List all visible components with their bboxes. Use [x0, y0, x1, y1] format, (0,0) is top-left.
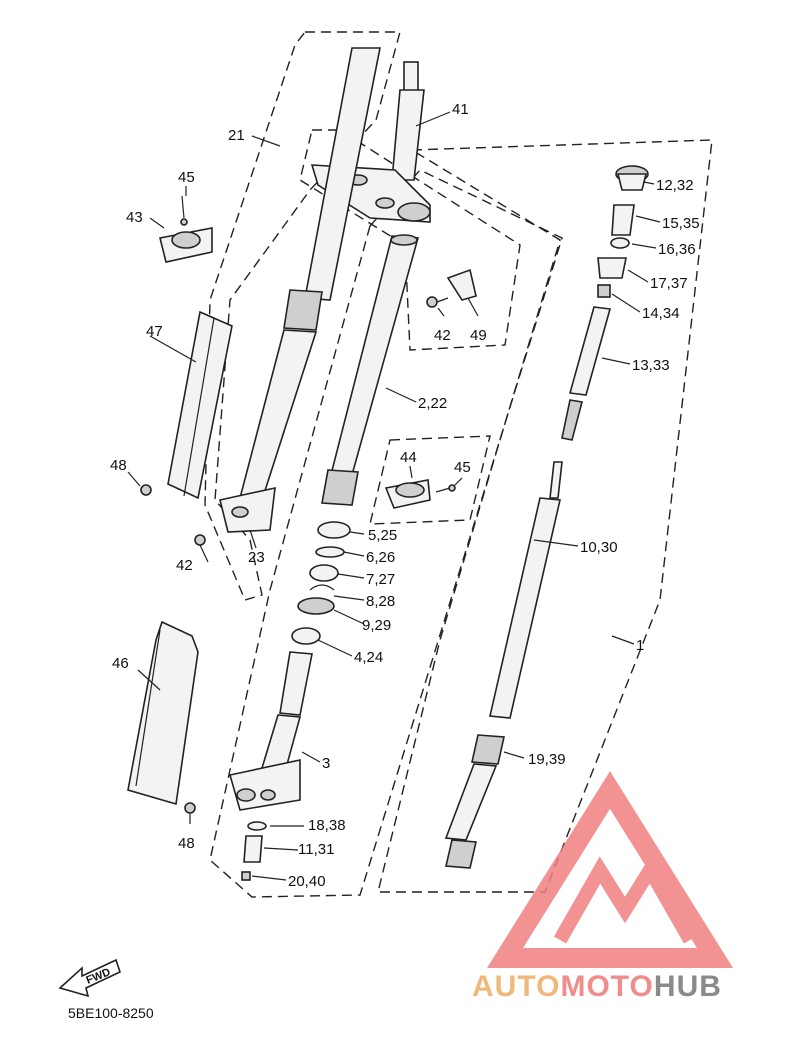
fork-spring: [444, 734, 505, 869]
assembly-1-boundary: [377, 139, 713, 893]
callout-42-bracket: 42: [434, 327, 451, 344]
callout-17-37: 17,37: [650, 275, 688, 292]
callout-23: 23: [248, 549, 265, 566]
cap-bolt-stack: [597, 165, 649, 298]
bottom-bolt-parts: [241, 821, 267, 881]
callout-41: 41: [452, 101, 469, 118]
forward-arrow-label: FWD: [85, 966, 113, 987]
fork-tube-left: [219, 47, 381, 533]
callout-9-29: 9,29: [362, 617, 391, 634]
seal-stack: [291, 521, 351, 645]
leader-lines: [127, 111, 661, 881]
bracket-49: [426, 268, 477, 308]
fork-guard-47: [140, 310, 233, 563]
fork-guard-46: [127, 620, 199, 814]
callout-16-36: 16,36: [658, 241, 696, 258]
callout-3: 3: [322, 755, 330, 772]
callout-18-38: 18,38: [308, 817, 346, 834]
damper-rod: [489, 461, 563, 719]
cable-clamp-44: [384, 479, 456, 509]
watermark-auto: AUTO: [472, 970, 560, 1003]
callout-44: 44: [400, 449, 417, 466]
assembly-3-boundary: [209, 169, 563, 898]
callout-48-top: 48: [110, 457, 127, 474]
diagram-code: 5BE100-8250: [68, 1005, 154, 1021]
callout-1: 1: [636, 637, 644, 654]
callout-21: 21: [228, 127, 245, 144]
callout-2-22: 2,22: [418, 395, 447, 412]
callout-20-40: 20,40: [288, 873, 326, 890]
callout-49: 49: [470, 327, 487, 344]
outer-tube-lower: [228, 651, 313, 811]
assembly-44-boundary: [369, 435, 491, 525]
callout-42-left: 42: [176, 557, 193, 574]
callout-6-26: 6,26: [366, 549, 395, 566]
callout-12-32: 12,32: [656, 177, 694, 194]
callout-labels: 21 41 45 43 12,32 15,35 16,36 17,37 14,3…: [110, 101, 700, 890]
watermark-text: AUTOMOTOHUB: [472, 970, 722, 1003]
callout-14-34: 14,34: [642, 305, 680, 322]
callout-47: 47: [146, 323, 163, 340]
callout-10-30: 10,30: [580, 539, 618, 556]
callout-5-25: 5,25: [368, 527, 397, 544]
assembly-41-boundary: [299, 129, 521, 351]
watermark-logo-icon: [486, 771, 734, 968]
inner-tube: [321, 234, 420, 506]
callout-8-28: 8,28: [366, 593, 395, 610]
callout-19-39: 19,39: [528, 751, 566, 768]
callout-46: 46: [112, 655, 129, 672]
callout-45-top: 45: [178, 169, 195, 186]
forward-arrow-icon: FWD: [58, 958, 121, 998]
callout-45-mid: 45: [454, 459, 471, 476]
watermark-moto: MOTO: [560, 970, 653, 1003]
assembly-21-boundary: [204, 31, 401, 601]
callout-13-33: 13,33: [632, 357, 670, 374]
spacer-pipe: [561, 306, 612, 441]
cable-clamp-43: [159, 195, 213, 263]
callout-15-35: 15,35: [662, 215, 700, 232]
watermark-hub: HUB: [654, 970, 722, 1003]
callout-43: 43: [126, 209, 143, 226]
callout-4-24: 4,24: [354, 649, 383, 666]
callout-11-31: 11,31: [298, 841, 334, 858]
callout-7-27: 7,27: [366, 571, 395, 588]
callout-48-bottom: 48: [178, 835, 195, 852]
